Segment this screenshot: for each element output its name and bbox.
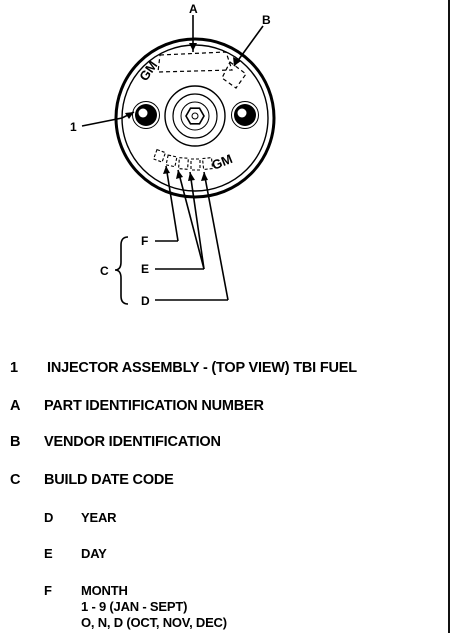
frame-edge — [448, 0, 450, 633]
callout-1: 1 — [70, 120, 77, 134]
hex-nut-icon — [185, 107, 205, 125]
leader-d-up — [203, 171, 229, 301]
legend-key-b: B — [10, 434, 21, 450]
callout-b: B — [262, 13, 271, 27]
legend-text-f: MONTH — [81, 583, 128, 598]
legend-text-a: PART IDENTIFICATION NUMBER — [44, 398, 264, 414]
gm-logo-bottom: GM — [210, 151, 235, 173]
legend-key-1: 1 — [10, 360, 18, 376]
leader-f-up — [165, 165, 179, 242]
leader-e-up2 — [189, 171, 205, 270]
legend-month-range-2: O, N, D (OCT, NOV, DEC) — [81, 615, 227, 630]
callout-d: D — [141, 294, 150, 308]
legend-key-a: A — [10, 398, 21, 414]
left-mounting-boss — [132, 101, 160, 129]
injector-outer-ring — [114, 37, 276, 199]
injector-diagram: GM GM A B 1 C F E D — [70, 2, 276, 308]
center-hub — [164, 85, 226, 147]
callout-c: C — [100, 264, 109, 278]
build-date-code-boxes — [152, 148, 214, 171]
callout-f: F — [141, 234, 148, 248]
legend-text-e: DAY — [81, 546, 107, 561]
legend-text-1: INJECTOR ASSEMBLY - (TOP VIEW) TBI FUEL — [47, 360, 357, 376]
legend-text-d: YEAR — [81, 510, 117, 525]
legend-key-f: F — [44, 583, 52, 598]
bracket-c — [114, 236, 129, 305]
leader-b — [233, 25, 264, 67]
part-number-field — [157, 51, 233, 73]
callout-e: E — [141, 262, 149, 276]
legend-text-c: BUILD DATE CODE — [44, 472, 174, 488]
legend-key-e: E — [44, 546, 53, 561]
callout-a: A — [189, 2, 198, 16]
legend-key-c: C — [10, 472, 21, 488]
leader-e-up1 — [177, 169, 205, 270]
legend-text-b: VENDOR IDENTIFICATION — [44, 434, 221, 450]
legend-month-range-1: 1 - 9 (JAN - SEPT) — [81, 599, 188, 614]
vendor-field — [221, 61, 247, 89]
legend-key-d: D — [44, 510, 54, 525]
right-mounting-boss — [231, 101, 259, 129]
